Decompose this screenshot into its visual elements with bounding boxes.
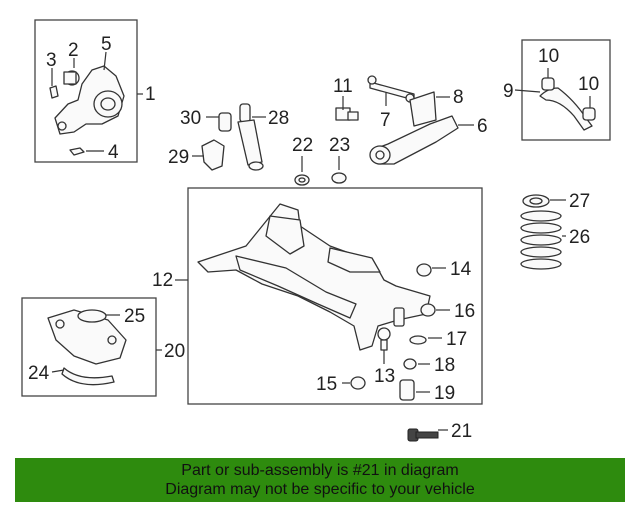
bracket-8[interactable] — [409, 91, 437, 127]
callout-19: 19 — [434, 383, 455, 404]
bump-stop-19[interactable] — [399, 379, 415, 401]
callout-14: 14 — [450, 259, 472, 280]
callout-18: 18 — [434, 355, 455, 376]
callout-30: 30 — [180, 108, 201, 129]
callout-2: 2 — [68, 40, 79, 61]
callout-9: 9 — [503, 81, 514, 102]
notice-line-1: Part or sub-assembly is #21 in diagram — [181, 462, 459, 479]
lateral-arm[interactable] — [539, 77, 596, 131]
bolt-21[interactable] — [407, 428, 439, 442]
callout-8: 8 — [453, 87, 464, 108]
callout-10b: 10 — [578, 74, 599, 95]
parts-diagram: 1 2 3 4 5 6 7 8 9 10 10 11 12 13 14 15 1… — [21, 19, 611, 442]
coil-spring[interactable] — [520, 210, 562, 270]
callout-6: 6 — [477, 116, 488, 137]
callout-10a: 10 — [538, 46, 559, 67]
washer-17[interactable] — [409, 335, 427, 345]
callout-25: 25 — [124, 306, 145, 327]
lower-arm-box — [21, 297, 157, 397]
washer-22[interactable] — [294, 174, 310, 186]
callout-5: 5 — [101, 34, 112, 55]
trailing-arm[interactable] — [369, 115, 459, 165]
callout-1: 1 — [145, 84, 156, 105]
lower-arm[interactable] — [47, 309, 127, 365]
callout-28: 28 — [268, 108, 289, 129]
callout-23: 23 — [329, 135, 350, 156]
nut-15[interactable] — [350, 376, 366, 390]
callout-15: 15 — [316, 374, 337, 395]
callout-26: 26 — [569, 227, 590, 248]
clip-11[interactable] — [335, 107, 359, 121]
callout-4: 4 — [108, 142, 119, 163]
callout-16: 16 — [454, 301, 475, 322]
callout-24: 24 — [28, 363, 50, 384]
callout-11: 11 — [333, 76, 353, 97]
callout-13: 13 — [374, 366, 395, 387]
diagram-notice-banner: Part or sub-assembly is #21 in diagram D… — [15, 458, 625, 502]
nut-14[interactable] — [416, 263, 432, 277]
callout-7: 7 — [380, 110, 391, 131]
nut-16[interactable] — [420, 303, 436, 317]
stabilizer-plate[interactable] — [61, 367, 115, 386]
crossmember-box — [187, 187, 483, 405]
notice-line-2: Diagram may not be specific to your vehi… — [165, 481, 475, 498]
shock-bushing[interactable] — [218, 112, 232, 132]
washer-18[interactable] — [403, 358, 417, 370]
callout-17: 17 — [446, 329, 467, 350]
mount-bracket[interactable] — [201, 139, 225, 171]
nut-13[interactable] — [377, 327, 391, 351]
upper-link[interactable] — [367, 75, 415, 103]
callout-27: 27 — [569, 191, 590, 212]
callout-22: 22 — [292, 135, 313, 156]
callout-21: 21 — [451, 421, 472, 442]
crossmember-assembly[interactable] — [197, 203, 431, 351]
knuckle-assembly[interactable] — [49, 65, 125, 156]
callout-3: 3 — [46, 50, 57, 71]
callout-29: 29 — [168, 147, 189, 168]
callout-20: 20 — [164, 341, 185, 362]
knuckle-group-box — [34, 19, 138, 163]
callout-12: 12 — [152, 270, 173, 291]
shock-absorber[interactable] — [237, 103, 264, 171]
nut-23[interactable] — [331, 172, 347, 184]
spring-seat[interactable] — [522, 194, 550, 208]
